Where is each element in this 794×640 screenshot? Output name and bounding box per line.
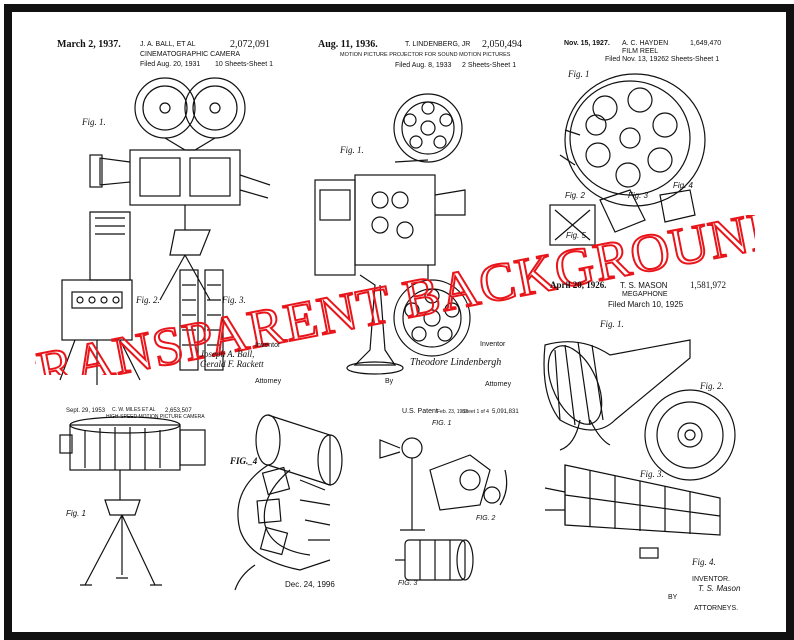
lindenberg-signature: Theodore Lindenbergh xyxy=(410,357,502,368)
film-strip-drawing xyxy=(234,414,343,591)
hayden-fig4-label: Fig. 4 xyxy=(673,181,694,190)
us-fig3-label: FIG. 3 xyxy=(398,580,418,587)
lindenberg-inventor-label: Inventor xyxy=(480,341,506,348)
mason-attorney-label: ATTORNEYS. xyxy=(694,605,739,612)
ball-title: CINEMATOGRAPHIC CAMERA xyxy=(140,51,241,58)
mason-inventor-label: INVENTOR. xyxy=(692,576,730,583)
mason-date: April 20, 1926. xyxy=(550,280,607,290)
ball-fig2-label: Fig. 2. xyxy=(136,295,160,305)
lindenberg-by: By xyxy=(385,378,394,385)
ball-number: 2,072,091 xyxy=(230,39,270,50)
lindenberg-fig1-label: Fig. 1. xyxy=(340,145,364,155)
lindenberg-inventor: T. LINDENBERG, JR xyxy=(405,41,471,48)
us-number: 5,091,831 xyxy=(492,409,519,415)
mason-title: MEGAPHONE xyxy=(622,291,668,298)
miles-date: Sept. 29, 1953 xyxy=(66,408,106,414)
mason-signature: T. S. Mason xyxy=(698,584,741,593)
us-patent-label: U.S. Patent xyxy=(402,408,438,415)
hayden-film-reel-drawing xyxy=(549,73,706,246)
hayden-number: 1,649,470 xyxy=(690,40,722,47)
miles-number: 2,653,507 xyxy=(165,408,192,414)
ball-fig1-label: Fig. 1. xyxy=(82,117,106,127)
ball-camera-drawing xyxy=(59,77,271,385)
hayden-title: FILM REEL xyxy=(622,48,659,55)
mason-fig1-label: Fig. 1. xyxy=(600,319,624,329)
transparent-background-watermark: TRANSPARENT BACKGROUND xyxy=(35,215,755,375)
lindenberg-sheets: 2 Sheets-Sheet 1 xyxy=(462,62,517,69)
mason-megaphone-drawing xyxy=(543,339,736,559)
hayden-date: Nov. 15, 1927. xyxy=(564,40,610,47)
us-date: Feb. 23, 1982 xyxy=(437,409,468,415)
hayden-sheets: 2 Sheets-Sheet 1 xyxy=(665,56,720,63)
us-fig2-label: FIG. 2 xyxy=(476,515,496,522)
mason-inventor: T. S. MASON xyxy=(620,281,668,290)
hayden-fig5-label: Fig. 5 xyxy=(566,231,587,240)
lindenberg-attorney-label: Attorney xyxy=(485,381,512,388)
ball-filed: Filed Aug. 20, 1931 xyxy=(140,61,201,68)
ball-fig3-label: Fig. 3. xyxy=(222,295,246,305)
hayden-fig3-label: Fig. 3 xyxy=(628,191,649,200)
mason-fig3-label: Fig. 3. xyxy=(640,469,664,479)
film-date: Dec. 24, 1996 xyxy=(285,580,335,589)
ball-signature-2: Gerald F. Rackett xyxy=(200,359,264,369)
lindenberg-projector-drawing xyxy=(314,93,471,375)
mason-number: 1,581,972 xyxy=(690,280,726,290)
miles-camera-drawing xyxy=(59,416,206,586)
ball-inventor: J. A. BALL, ET AL xyxy=(140,41,196,48)
ball-inventors-label: Inventor xyxy=(255,342,281,349)
us-fig1-label: FIG. 1 xyxy=(432,420,452,427)
hayden-filed: Filed Nov. 13, 1926 xyxy=(605,56,666,63)
miles-title: HIGH-SPEED MOTION PICTURE CAMERA xyxy=(106,414,205,420)
hayden-fig2-label: Fig. 2 xyxy=(565,191,586,200)
mason-filed: Filed March 10, 1925 xyxy=(608,300,684,309)
lindenberg-date: Aug. 11, 1936. xyxy=(318,39,378,50)
miles-fig1-label: Fig. 1 xyxy=(66,509,87,518)
hayden-inventor: A. C. HAYDEN xyxy=(622,40,669,47)
miles-inventor: C. W. MILES ET AL xyxy=(112,407,156,413)
ball-sheets: 10 Sheets-Sheet 1 xyxy=(215,61,273,68)
ball-attorney-label: Attorney xyxy=(255,378,282,385)
mason-fig2-label: Fig. 2. xyxy=(700,381,724,391)
mason-fig4-label: Fig. 4. xyxy=(692,557,716,567)
lindenberg-filed: Filed Aug. 8, 1933 xyxy=(395,62,452,69)
lindenberg-number: 2,050,494 xyxy=(482,39,522,50)
ball-date: March 2, 1937. xyxy=(57,39,121,50)
us-patent-drawing xyxy=(379,437,508,581)
hayden-fig1-label: Fig. 1 xyxy=(568,69,590,79)
lindenberg-title: MOTION PICTURE PROJECTOR FOR SOUND MOTIO… xyxy=(340,52,511,58)
ball-signature-1: Joseph A. Ball, xyxy=(200,349,255,359)
film-fig-label: FIG._4 xyxy=(230,456,258,466)
us-sheet: Sheet 1 of 4 xyxy=(462,409,489,415)
mason-by: BY xyxy=(668,594,678,601)
